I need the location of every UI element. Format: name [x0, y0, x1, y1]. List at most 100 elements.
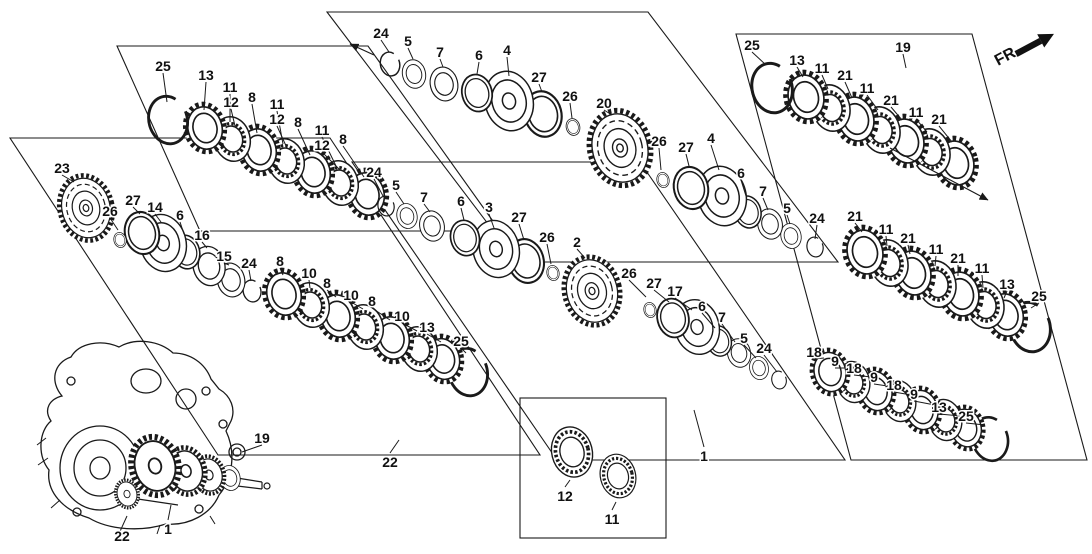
- callout-label-11: 11: [270, 96, 285, 112]
- callout-leader: [426, 333, 442, 343]
- bell-housing-bore-inner: [73, 439, 127, 497]
- callout-leader: [546, 243, 552, 265]
- callout-label-24: 24: [809, 210, 825, 226]
- callout-leader: [179, 221, 185, 235]
- callout-leader: [854, 222, 863, 233]
- callout-label-21: 21: [837, 67, 853, 83]
- callout-label-21: 21: [900, 230, 916, 246]
- callout-label-13: 13: [999, 276, 1015, 292]
- part-oring-26: [654, 170, 672, 190]
- callout-leader: [844, 81, 853, 99]
- callout-leader: [326, 289, 337, 298]
- callout-label-11: 11: [860, 80, 875, 96]
- part-ring-5: [398, 56, 430, 92]
- callout-leader: [488, 213, 495, 229]
- callout-leader: [853, 374, 872, 378]
- callout-label-8: 8: [294, 114, 302, 130]
- callout-label-15: 15: [216, 248, 232, 264]
- bell-housing-hub: [89, 456, 111, 480]
- callout-label-27: 27: [531, 69, 547, 85]
- callout-label-12: 12: [314, 137, 330, 153]
- callout-leader: [569, 102, 573, 119]
- callout-leader: [203, 81, 207, 111]
- callout-label-6: 6: [457, 193, 465, 209]
- callout-leader: [611, 501, 617, 511]
- callout-label-5: 5: [404, 33, 412, 49]
- callout-leader: [297, 128, 311, 156]
- callout-leader: [308, 279, 311, 289]
- callout-label-25: 25: [958, 408, 974, 424]
- callout-leader: [506, 56, 510, 77]
- callout-label-21: 21: [883, 92, 899, 108]
- callout-label-25: 25: [1031, 288, 1047, 304]
- callout-leader: [564, 479, 571, 488]
- callout-leader: [873, 383, 895, 388]
- callout-label-11: 11: [815, 60, 830, 76]
- callout-label-13: 13: [419, 319, 435, 335]
- housing-hatching: [36, 437, 216, 537]
- callout-leader: [1030, 302, 1040, 309]
- callout-leader: [890, 106, 903, 121]
- callout-label-26: 26: [562, 88, 578, 104]
- callout-label-11: 11: [975, 260, 990, 276]
- callout-label-13: 13: [931, 399, 947, 415]
- callout-label-19: 19: [895, 39, 911, 55]
- callout-label-10: 10: [343, 287, 359, 303]
- callout-leader: [321, 151, 341, 171]
- callout-leader: [121, 515, 128, 528]
- side-bore: [175, 388, 197, 410]
- callout-leader: [251, 103, 258, 134]
- callout-label-26: 26: [651, 133, 667, 149]
- callout-label-8: 8: [368, 293, 376, 309]
- callout-leader: [439, 58, 444, 68]
- callout-label-7: 7: [718, 309, 726, 325]
- callout-leader: [907, 244, 911, 255]
- bolt-hole: [201, 386, 211, 396]
- callout-label-6: 6: [737, 165, 745, 181]
- callout-label-18: 18: [806, 344, 822, 360]
- callout-leader: [743, 344, 757, 359]
- bolt-hole: [218, 419, 228, 429]
- callout-leader: [1003, 290, 1008, 299]
- callout-leader: [893, 391, 918, 397]
- callout-leader: [915, 118, 928, 133]
- callout-label-10: 10: [301, 265, 317, 281]
- callout-label-23: 23: [54, 160, 70, 176]
- box-top-center-clutch: [325, 11, 840, 263]
- callout-leader: [710, 144, 720, 171]
- box-right-clutch: [735, 33, 1088, 461]
- callout-leader: [751, 51, 767, 66]
- callout-leader: [938, 125, 953, 143]
- bolt-hole: [72, 507, 82, 517]
- mainshaft-tip: [263, 482, 271, 490]
- callout-label-5: 5: [740, 330, 748, 346]
- callout-label-1: 1: [700, 448, 708, 464]
- callout-leader: [786, 214, 791, 225]
- callout-label-18: 18: [846, 360, 862, 376]
- callout-leader: [389, 439, 400, 454]
- callout-label-12: 12: [557, 488, 573, 504]
- callout-leader: [796, 66, 804, 78]
- callout-leader: [380, 39, 390, 53]
- callout-label-7: 7: [420, 189, 428, 205]
- callout-leader: [674, 297, 693, 311]
- callout-leader: [885, 235, 888, 247]
- callout-leader: [934, 255, 937, 267]
- part-ring-5: [393, 200, 421, 232]
- callout-leader: [476, 61, 480, 75]
- callout-label-22: 22: [114, 528, 130, 544]
- callout-leader: [460, 347, 467, 354]
- callout-leader: [371, 307, 391, 321]
- box-center-clutch: [350, 161, 847, 461]
- callout-leader: [913, 400, 941, 407]
- callout-label-25: 25: [744, 37, 760, 53]
- callout-leader: [167, 504, 172, 521]
- callout-leader: [162, 72, 168, 103]
- callout-leader: [628, 279, 647, 298]
- callout-label-26: 26: [539, 229, 555, 245]
- callout-leader: [866, 94, 879, 111]
- callout-leader: [814, 224, 818, 240]
- callout-leader: [813, 357, 825, 360]
